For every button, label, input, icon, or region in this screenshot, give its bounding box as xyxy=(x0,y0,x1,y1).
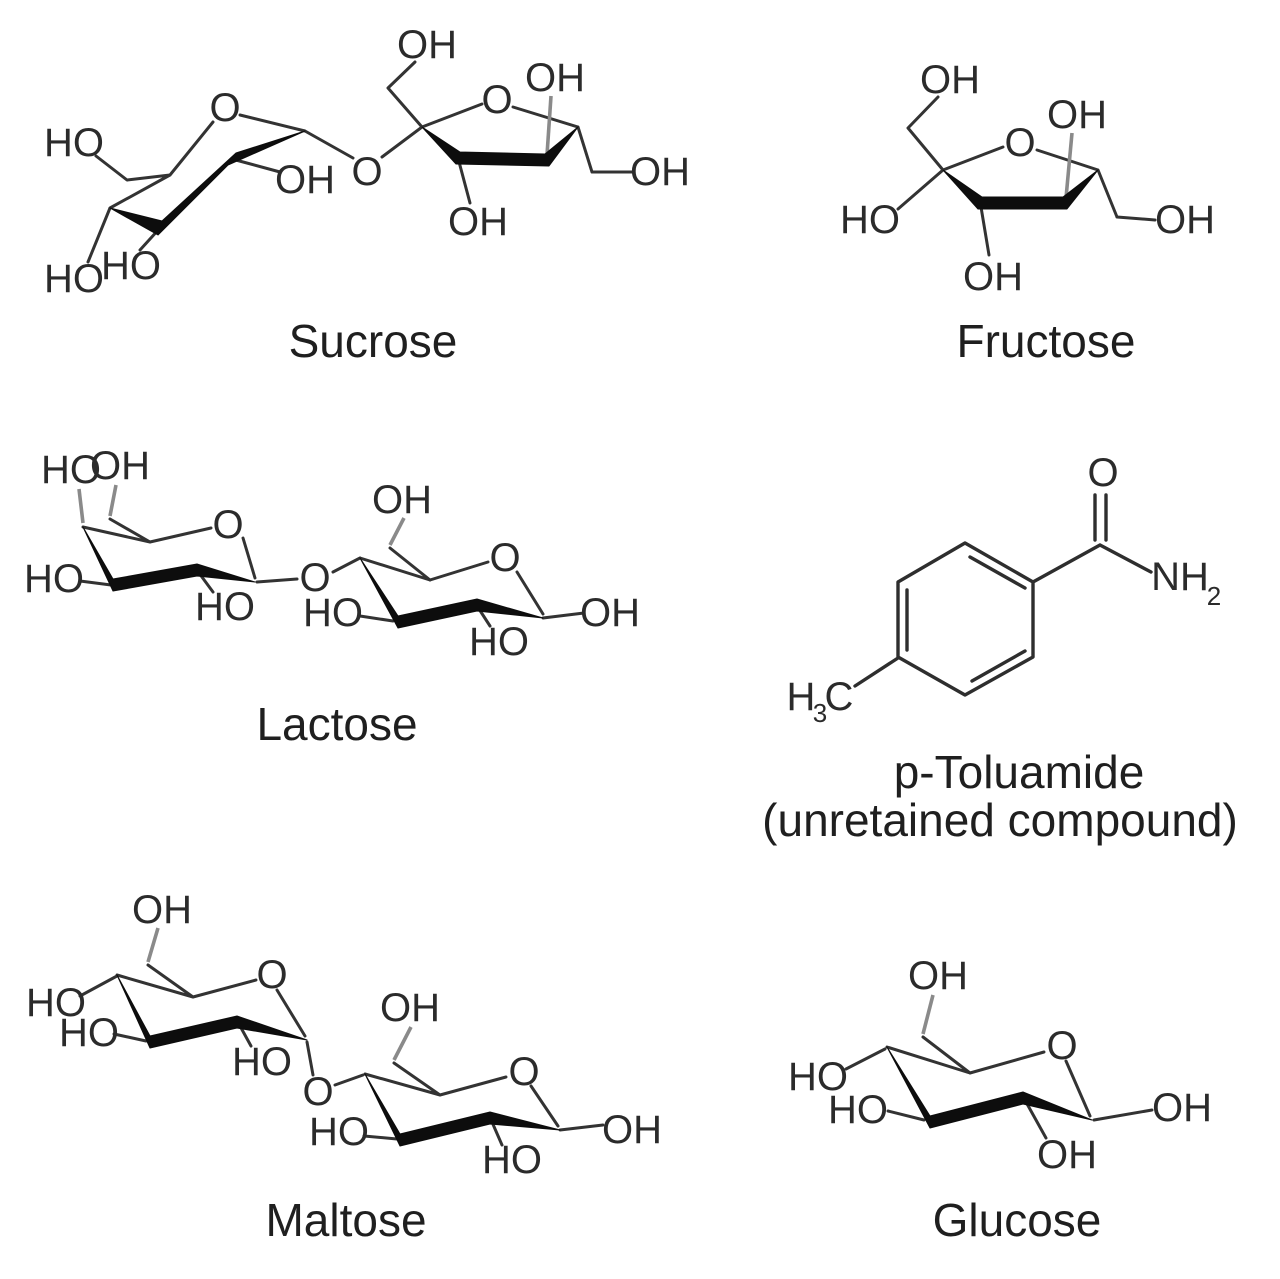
fructose-oh-label-top-right: OH xyxy=(1047,93,1107,137)
sucrose-ho-label-2: HO xyxy=(44,257,104,301)
glucose-oh-label-bottom: OH xyxy=(1037,1133,1097,1177)
lactose-oh-label-right: OH xyxy=(580,591,640,635)
glucose-bonds xyxy=(844,1035,1154,1140)
maltose-ho-label-under-right-ring: HO xyxy=(482,1138,542,1182)
sucrose-glycosidic-o-label: O xyxy=(351,150,382,194)
maltose-gray-bonds xyxy=(146,927,413,1061)
p-toluamide-methyl-c-label: C xyxy=(825,675,854,719)
sucrose-glucose-front-wedge xyxy=(109,130,306,236)
sucrose-name-label: Sucrose xyxy=(289,315,458,367)
sucrose-gray-bond xyxy=(545,95,553,156)
p-toluamide-name-label: p-Toluamide xyxy=(894,746,1145,798)
lactose-bonds xyxy=(78,517,586,628)
glucose-oh-label-right: OH xyxy=(1152,1086,1212,1130)
maltose-structure: OH HO HO O HO O OH O HO HO OH Maltose xyxy=(26,888,662,1246)
lactose-left-ring-o-label: O xyxy=(212,503,243,547)
maltose-ho-label-top-left: HO xyxy=(26,981,86,1025)
glucose-structure: OH O HO HO OH OH Glucose xyxy=(788,954,1212,1246)
sucrose-glucose-ring-o-label: O xyxy=(209,86,240,130)
maltose-left-ring-o-label: O xyxy=(256,953,287,997)
lactose-glycosidic-o-label: O xyxy=(299,556,330,600)
fructose-front-wedge xyxy=(942,169,1099,210)
maltose-oh-label-right: OH xyxy=(602,1108,662,1152)
lactose-ho-label-under-right-ring: HO xyxy=(469,620,529,664)
sucrose-ho-label-1: HO xyxy=(44,121,104,165)
fructose-bonds xyxy=(896,95,1157,257)
glucose-ho-label-lower-left: HO xyxy=(828,1088,888,1132)
lactose-glucose-front-wedge xyxy=(359,557,544,629)
maltose-name-label: Maltose xyxy=(265,1194,426,1246)
lactose-galactose-front-wedge xyxy=(82,526,256,592)
p-toluamide-nh-label: NH xyxy=(1151,555,1209,599)
sucrose-oh-label-bottom: OH xyxy=(448,200,508,244)
p-toluamide-nh2-subscript: 2 xyxy=(1207,581,1221,611)
fructose-name-label: Fructose xyxy=(957,315,1136,367)
p-toluamide-methyl-h-label: H xyxy=(787,675,816,719)
lactose-ho-label-under-left-ring: HO xyxy=(195,585,255,629)
maltose-ho-label-under-left-ring: HO xyxy=(232,1040,292,1084)
lactose-oh-label-top: OH xyxy=(90,444,150,488)
p-toluamide-methyl-subscript: 3 xyxy=(813,698,827,728)
fructose-oh-label-bottom: OH xyxy=(963,255,1023,299)
lactose-gray-bonds xyxy=(77,484,406,546)
lactose-ho-label-right-ring-left: HO xyxy=(303,591,363,635)
lactose-right-ring-o-label: O xyxy=(489,536,520,580)
lactose-oh-label-right-ring-top: OH xyxy=(372,478,432,522)
fructose-oh-label-ch2oh: OH xyxy=(920,58,980,102)
p-toluamide-structure: O NH 2 H 3 C p-Toluamide (unretained com… xyxy=(762,451,1238,846)
sucrose-fructose-front-wedge xyxy=(421,126,579,167)
maltose-right-front-wedge xyxy=(364,1073,561,1147)
p-toluamide-subtitle-label: (unretained compound) xyxy=(762,794,1238,846)
maltose-oh-label-right-ring-top: OH xyxy=(380,986,440,1030)
sucrose-bonds xyxy=(86,60,635,264)
sucrose-fructose-ring-o-label: O xyxy=(481,78,512,122)
fructose-gray-bond xyxy=(1064,132,1074,199)
maltose-ho-label-right-ring-left: HO xyxy=(309,1110,369,1154)
sucrose-oh-label-right: OH xyxy=(630,150,690,194)
p-toluamide-bonds xyxy=(853,493,1153,697)
glucose-oh-label-top: OH xyxy=(908,954,968,998)
maltose-left-front-wedge xyxy=(116,974,308,1049)
lactose-ho-label-top-left: HO xyxy=(41,448,101,492)
maltose-oh-label-left-top: OH xyxy=(132,888,192,932)
glucose-front-wedge xyxy=(886,1046,1093,1129)
maltose-bonds xyxy=(78,963,605,1147)
fructose-structure: OH OH O HO OH OH Fructose xyxy=(840,58,1215,367)
maltose-ho-label-left: HO xyxy=(59,1011,119,1055)
fructose-ho-label-left: HO xyxy=(840,198,900,242)
glucose-gray-bond xyxy=(921,994,935,1035)
sucrose-oh-label-top-right: OH xyxy=(525,56,585,100)
maltose-glycosidic-o-label: O xyxy=(302,1070,333,1114)
sucrose-oh-label-ch2oh: OH xyxy=(397,23,457,67)
lactose-ho-label-left: HO xyxy=(24,557,84,601)
p-toluamide-carbonyl-o-label: O xyxy=(1087,451,1118,495)
lactose-name-label: Lactose xyxy=(256,698,417,750)
sucrose-ho-label-3: HO xyxy=(101,244,161,288)
lactose-structure: HO OH O HO HO O OH O HO HO OH Lactose xyxy=(24,444,640,750)
glucose-ho-label-upper-left: HO xyxy=(788,1055,848,1099)
glucose-ring-o-label: O xyxy=(1046,1024,1077,1068)
fructose-ring-o-label: O xyxy=(1004,121,1035,165)
sucrose-oh-label-c2: OH xyxy=(275,158,335,202)
sucrose-structure: HO O OH O HO HO OH OH O OH OH Sucrose xyxy=(44,23,690,367)
glucose-name-label: Glucose xyxy=(933,1194,1102,1246)
maltose-right-ring-o-label: O xyxy=(508,1050,539,1094)
fructose-oh-label-right: OH xyxy=(1155,198,1215,242)
